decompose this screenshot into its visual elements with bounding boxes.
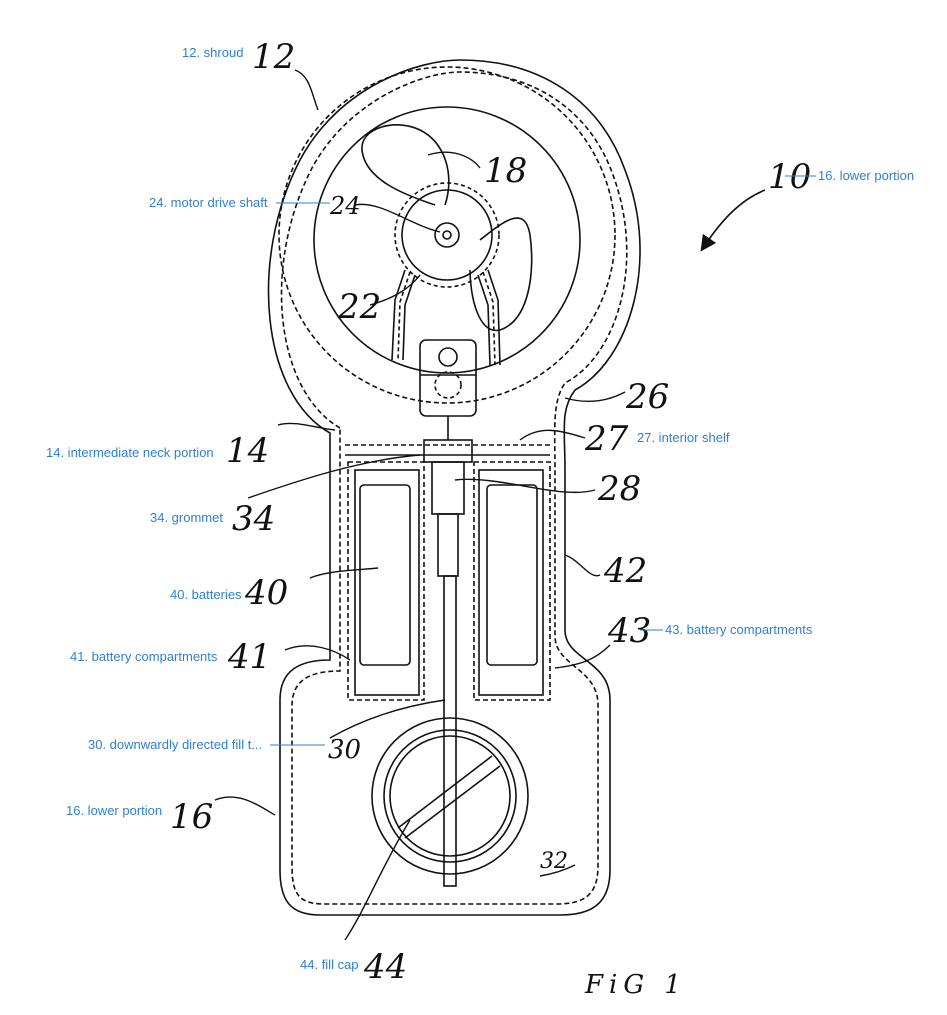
annotation-connectors [270,175,816,746]
fan-blade-upper [361,124,450,206]
numeral-41: 41 [227,637,271,677]
numeral-27: 27 [584,419,629,459]
annotation-10: 16. lower portion [818,168,915,183]
annotation-14-neck-portion: 14. intermediate neck portion [46,445,214,460]
numeral-14: 14 [226,431,269,471]
motor-hub-mid [401,189,493,281]
motor-drive-shaft [434,222,460,248]
fill-opening-outer [371,717,529,875]
numeral-44: 44 [363,947,407,987]
strut-right-dashed [482,271,496,366]
battery-compartment-right [473,461,551,701]
battery-left [359,484,411,666]
strut-left [391,269,416,361]
strut-left-dashed [397,271,411,361]
figure-caption: FiG 1 [585,970,687,1000]
shroud-ring-inner [313,106,581,374]
numeral-26: 26 [625,377,669,417]
battery-compartment-left-inner [354,469,420,696]
fill-cap [389,735,511,857]
annotation-30-fill-tube: 30. downwardly directed fill t... [88,737,263,752]
annotation-24-motor-drive-shaft: 24. motor drive shaft [149,195,268,210]
leader-lines [214,69,626,941]
pump-port-dashed [434,371,462,399]
annotation-40-batteries: 40. batteries [170,587,242,602]
annotation-43-battery-compartments: 43. battery compartments [665,622,813,637]
motor-drive-shaft-core [442,230,452,240]
numeral-22: 22 [337,287,381,327]
numeral-30: 30 [328,735,361,765]
pump-housing [419,339,477,417]
battery-compartment-left [347,461,425,701]
fill-tube-upper [437,513,459,577]
reference-numerals: 12 10 18 24 22 26 14 27 28 34 40 42 43 4… [170,37,811,987]
annotation-27-interior-shelf: 27. interior shelf [637,430,730,445]
numeral-10: 10 [768,157,811,197]
fill-tube-lower [443,575,457,887]
numeral-43: 43 [607,611,651,651]
reference-arrow-10 [700,189,766,252]
numeral-28: 28 [597,469,641,509]
motor-hub-outer [394,182,500,288]
pump-port [438,347,458,367]
device-outline [267,59,641,916]
numeral-24: 24 [329,192,361,220]
numeral-18: 18 [484,151,527,191]
housing-outer-outline [267,59,641,916]
coupler [431,461,465,515]
strut-right [477,269,501,366]
annotation-41-battery-compartments: 41. battery compartments [70,649,218,664]
annotation-12-shroud: 12. shroud [182,45,244,60]
battery-right [486,484,538,666]
annotation-44-fill-cap: 44. fill cap [300,957,359,972]
fill-cap-grip [397,755,501,839]
numeral-40: 40 [244,573,288,613]
numeral-32: 32 [540,849,568,874]
numeral-16: 16 [170,797,213,837]
fill-opening-mid [383,729,517,863]
annotation-34-grommet: 34. grommet [150,510,223,525]
annotation-16-lower-portion: 16. lower portion [66,803,163,818]
grommet [423,439,473,463]
shroud-ring-outer [278,66,616,404]
fan-blade-right [469,217,533,332]
numeral-42: 42 [603,551,647,591]
numeral-34: 34 [232,499,275,539]
numeral-12: 12 [252,37,295,77]
housing-outer-dashed [280,71,628,905]
battery-compartment-right-inner [478,469,544,696]
